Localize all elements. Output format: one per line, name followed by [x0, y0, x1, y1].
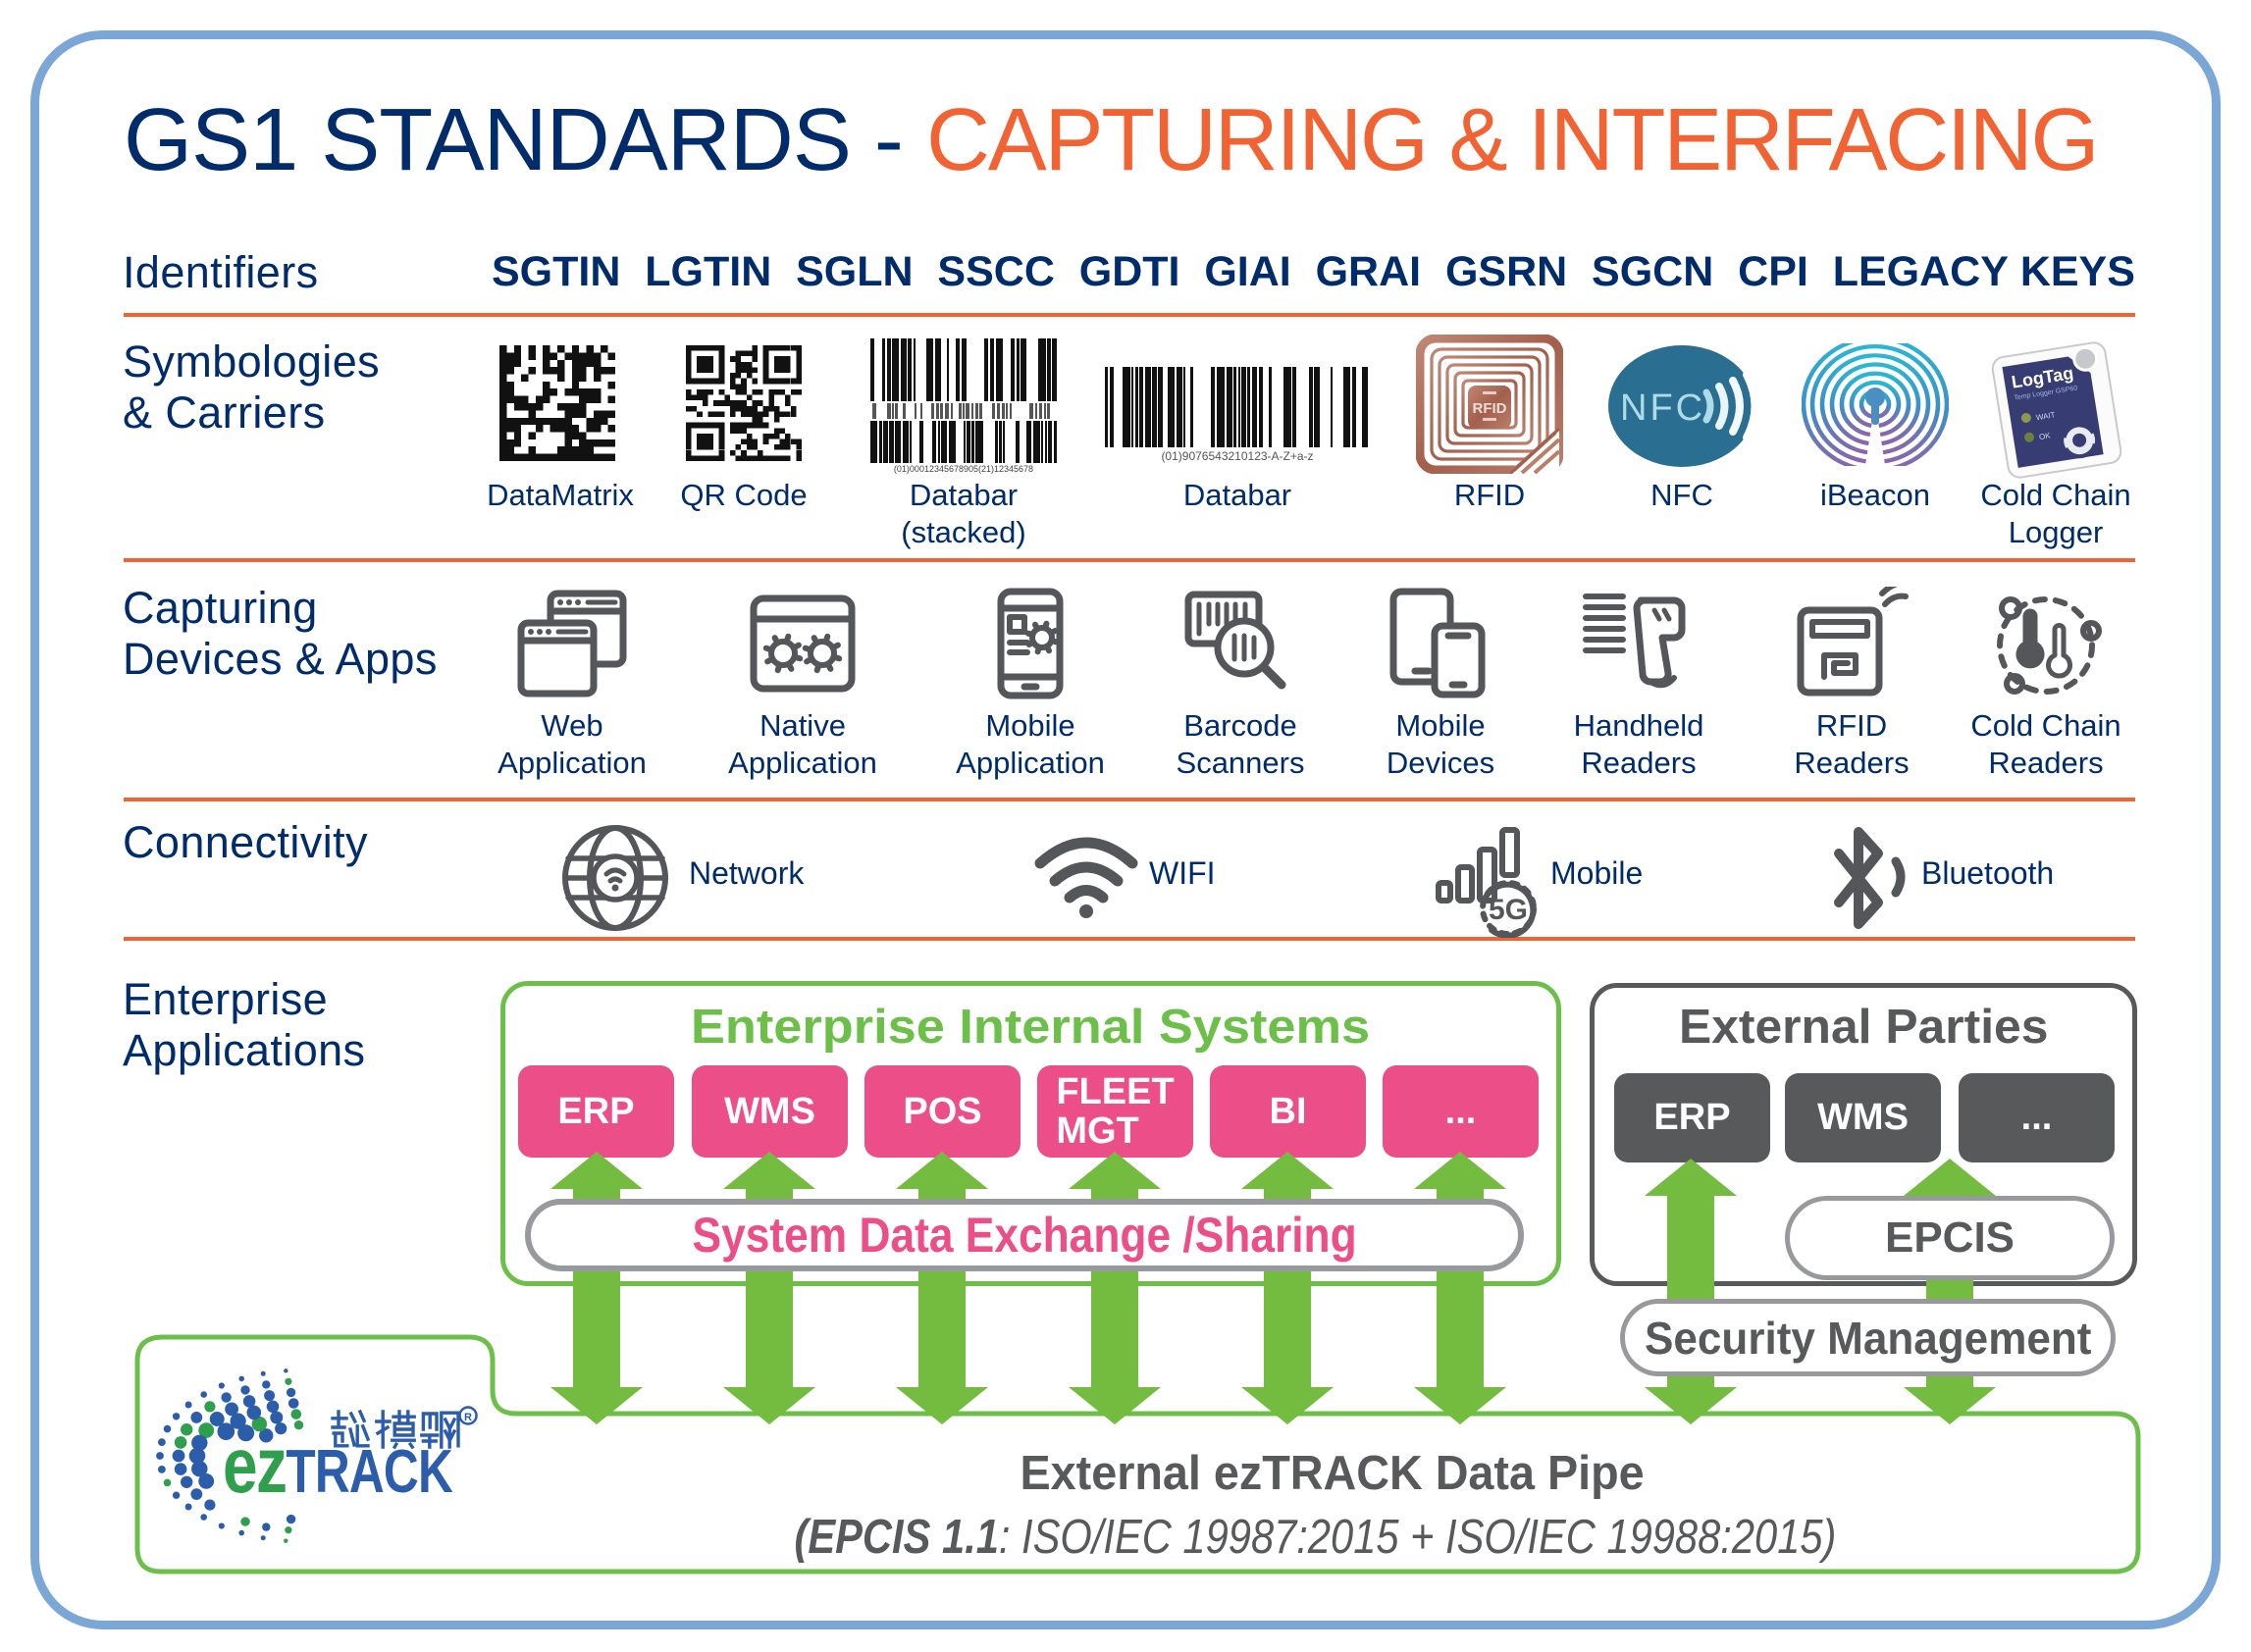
- svg-text:5G: 5G: [1489, 894, 1528, 926]
- svg-text:OK: OK: [2038, 431, 2051, 441]
- svg-text:NFC: NFC: [1620, 387, 1705, 429]
- svg-text:(01)9076543210123-A-Z+a-z: (01)9076543210123-A-Z+a-z: [1161, 449, 1313, 463]
- svg-text:WAIT: WAIT: [2035, 410, 2056, 422]
- svg-text:R: R: [464, 1412, 472, 1423]
- svg-text:RFID: RFID: [1473, 400, 1507, 417]
- svg-text:(01)00012345678905(21)12345678: (01)00012345678905(21)12345678: [894, 464, 1033, 474]
